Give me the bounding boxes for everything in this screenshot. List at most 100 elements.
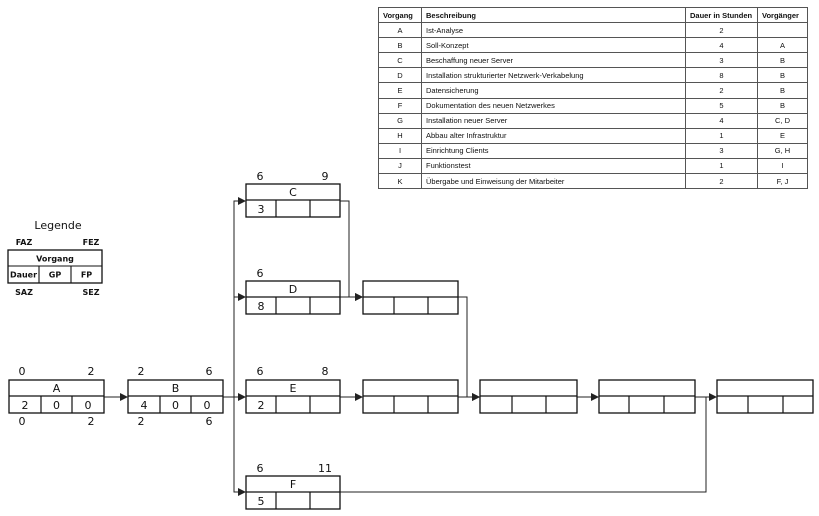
- task-table: Vorgang Beschreibung Dauer in Stunden Vo…: [378, 6, 808, 190]
- node-d-faz: 6: [257, 267, 264, 280]
- node-f-faz: 6: [257, 462, 264, 475]
- node-a-fez: 2: [88, 365, 95, 378]
- col-beschreibung: Beschreibung: [421, 6, 686, 24]
- node-g: [362, 280, 459, 315]
- node-c-faz: 6: [257, 170, 264, 183]
- node-a-fp: 0: [85, 399, 92, 412]
- node-a-dur: 2: [22, 399, 29, 412]
- cell-dur: 4: [685, 37, 758, 54]
- node-a-faz: 0: [19, 365, 26, 378]
- legend-fez: FEZ: [83, 238, 100, 247]
- cell-desc: Übergabe und Einweisung der Mitarbeiter: [421, 173, 686, 190]
- cell-id: D: [378, 67, 422, 84]
- node-i: [479, 379, 578, 414]
- cell-pred: B: [757, 82, 808, 99]
- node-c-fez: 9: [322, 170, 329, 183]
- legend-title: Legende: [34, 219, 81, 232]
- cell-pred: B: [757, 97, 808, 114]
- node-e-dur: 2: [258, 399, 265, 412]
- cell-id: A: [378, 22, 422, 39]
- node-e-faz: 6: [257, 365, 264, 378]
- edge-g-i: [458, 296, 480, 401]
- node-c: C 3 6 9: [245, 170, 341, 218]
- cell-desc: Soll-Konzept: [421, 37, 686, 54]
- cell-dur: 2: [685, 173, 758, 190]
- edge-b-f: [233, 397, 246, 496]
- node-a-name: A: [53, 382, 61, 395]
- legend: Legende FAZ FEZ Vorgang Dauer GP FP SAZ …: [7, 219, 103, 297]
- col-vorgang: Vorgang: [378, 6, 422, 24]
- cell-pred: E: [757, 127, 808, 144]
- node-a-sez: 2: [88, 415, 95, 428]
- node-k: [716, 379, 814, 414]
- cell-pred: F, J: [757, 173, 808, 190]
- table-header-row: Vorgang Beschreibung Dauer in Stunden Vo…: [378, 6, 808, 24]
- cell-desc: Dokumentation des neuen Netzwerkes: [421, 97, 686, 114]
- cell-dur: 3: [685, 52, 758, 69]
- cell-desc: Abbau alter Infrastruktur: [421, 127, 686, 144]
- cell-pred: A: [757, 37, 808, 54]
- cell-dur: 3: [685, 142, 758, 159]
- node-f-dur: 5: [258, 495, 265, 508]
- cell-pred: B: [757, 52, 808, 69]
- legend-vorgang: Vorgang: [36, 255, 74, 264]
- cell-id: E: [378, 82, 422, 99]
- node-a: A 2 0 0 0 2 0 2: [8, 365, 105, 428]
- cell-desc: Beschaffung neuer Server: [421, 52, 686, 69]
- node-b-sez: 6: [206, 415, 213, 428]
- cell-dur: 2: [685, 82, 758, 99]
- legend-fp: FP: [81, 271, 92, 280]
- cell-dur: 2: [685, 22, 758, 39]
- cell-desc: Installation strukturierter Netzwerk-Ver…: [421, 67, 686, 84]
- cell-desc: Installation neuer Server: [421, 112, 686, 129]
- cell-id: I: [378, 142, 422, 159]
- cell-dur: 1: [685, 127, 758, 144]
- cell-pred: I: [757, 157, 808, 175]
- cell-id: H: [378, 127, 422, 144]
- node-b-saz: 2: [138, 415, 145, 428]
- cell-dur: 1: [685, 157, 758, 175]
- legend-faz: FAZ: [16, 238, 33, 247]
- node-e-name: E: [290, 382, 297, 395]
- legend-sez: SEZ: [82, 288, 99, 297]
- node-d: D 8 6: [245, 267, 341, 315]
- cell-id: K: [378, 173, 422, 190]
- node-b: B 4 0 0 2 6 2 6: [127, 365, 224, 428]
- node-a-gp: 0: [53, 399, 60, 412]
- node-f-fez: 11: [318, 462, 332, 475]
- cell-dur: 4: [685, 112, 758, 129]
- node-e-fez: 8: [322, 365, 329, 378]
- node-b-faz: 2: [138, 365, 145, 378]
- edge-b-c: [223, 197, 246, 398]
- cell-pred: C, D: [757, 112, 808, 129]
- cell-desc: Funktionstest: [421, 157, 686, 175]
- node-b-gp: 0: [172, 399, 179, 412]
- node-d-name: D: [289, 283, 297, 296]
- node-c-name: C: [289, 186, 297, 199]
- edges: [104, 197, 717, 496]
- cell-desc: Ist-Analyse: [421, 22, 686, 39]
- cell-dur: 8: [685, 67, 758, 84]
- edge-f-k: [340, 397, 707, 493]
- legend-saz: SAZ: [15, 288, 33, 297]
- node-c-dur: 3: [258, 203, 265, 216]
- cell-desc: Datensicherung: [421, 82, 686, 99]
- cell-dur: 5: [685, 97, 758, 114]
- cell-pred: G, H: [757, 142, 808, 159]
- cell-id: B: [378, 37, 422, 54]
- cell-pred: B: [757, 67, 808, 84]
- cell-desc: Einrichtung Clients: [421, 142, 686, 159]
- cell-pred: [757, 22, 808, 39]
- legend-dauer: Dauer: [10, 271, 37, 280]
